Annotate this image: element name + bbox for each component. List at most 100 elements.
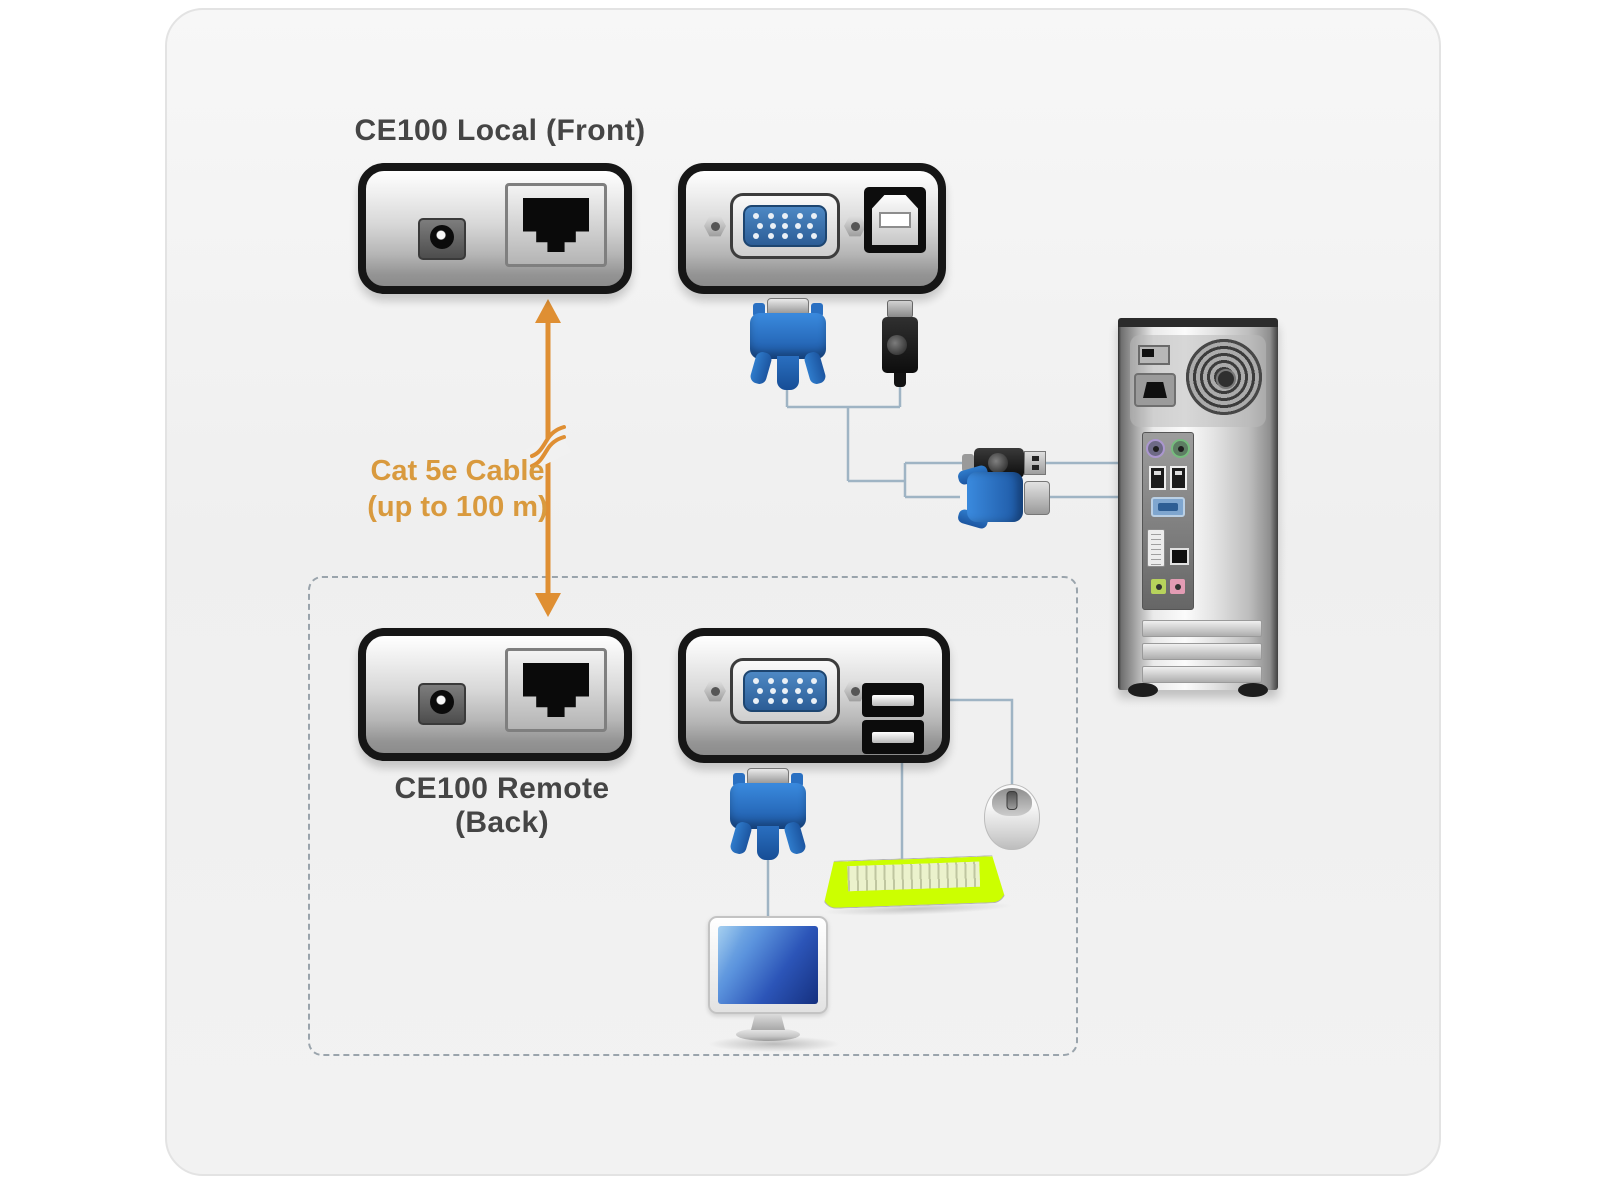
expansion-slot-cover	[1142, 666, 1262, 683]
vga-pin-row	[753, 678, 817, 684]
vga-pin-hole	[782, 678, 788, 684]
vga-pin-hole	[811, 678, 817, 684]
vga-pin-hole	[782, 223, 788, 229]
remote-console-dashed-boundary	[308, 576, 1078, 1056]
vga-pin-hole	[807, 688, 813, 694]
dc-power-jack	[418, 683, 466, 725]
cat5e-distance-arrow	[525, 299, 571, 617]
monitor-bezel	[708, 916, 828, 1014]
vga-pin-hole	[769, 688, 776, 694]
usb-b-cable-plug	[878, 300, 922, 390]
mouse-body	[984, 784, 1040, 850]
usb-b-plug-strain-relief	[894, 373, 906, 387]
vga-pin-row	[757, 688, 813, 694]
ps2-keyboard-port	[1171, 439, 1190, 458]
vga-pin-hole	[807, 223, 813, 229]
usb-port-2	[1170, 466, 1187, 490]
vga-pin-hole	[767, 678, 774, 684]
keyboard	[821, 855, 1013, 919]
computer-tower-rear	[1118, 318, 1278, 697]
vga-bezel	[730, 193, 840, 259]
vga-cable-plug-local	[748, 298, 828, 398]
usb-a-plug-metal-tip	[1024, 451, 1046, 475]
monitor-base	[736, 1028, 800, 1041]
vga-cable-plug-computer	[956, 464, 1050, 530]
remote-unit-title: CE100 Remote (Back)	[394, 772, 610, 839]
vga-pin-hole	[796, 678, 803, 684]
arrow-head-up-icon	[535, 299, 561, 323]
vga-pin-hole	[767, 698, 774, 704]
vga-pin-hole	[753, 213, 759, 219]
vga-screw-nut-left	[704, 680, 726, 702]
vga-cable-plug-remote	[728, 768, 808, 868]
dvi-port	[1147, 529, 1165, 567]
vga-pin-hole	[767, 213, 774, 219]
monitor	[708, 916, 840, 1052]
power-switch	[1138, 345, 1170, 365]
vga-pin-hole	[796, 698, 803, 704]
local-to-junction-cable	[785, 384, 962, 499]
cable-label-line2: (up to 100 m)	[367, 491, 548, 523]
vga-screw-nut-left	[704, 215, 726, 237]
mouse-scroll-wheel	[1006, 791, 1018, 810]
monitor-screen	[718, 926, 818, 1004]
vga-pin-row	[753, 213, 817, 219]
tower-foot-right	[1238, 683, 1268, 697]
usb-ports	[1143, 466, 1193, 490]
vga-port	[1151, 497, 1185, 517]
vga-pin-row	[757, 223, 813, 229]
vga-pin-hole	[796, 213, 803, 219]
usb-b-opening	[872, 195, 918, 245]
vga-screw-nut-right	[844, 680, 866, 702]
remote-unit-link-panel	[358, 628, 632, 761]
vga-plug-body	[967, 472, 1023, 522]
vga-pin-hole	[753, 698, 759, 704]
rear-io-panel	[1142, 432, 1194, 610]
usb-tongue	[872, 694, 914, 706]
vga-pin-hole	[753, 678, 759, 684]
square-port	[1170, 548, 1189, 565]
vga-pin-hole	[782, 213, 788, 219]
vga-plug-metal-shell	[1024, 481, 1050, 515]
usb-to-mouse-cable	[924, 698, 1014, 786]
ps2-ports	[1143, 439, 1193, 458]
monitor-neck	[751, 1014, 785, 1030]
usb-b-plug-tip	[887, 300, 913, 318]
keyboard-body	[821, 855, 1007, 909]
usb-a-port-bottom	[862, 720, 924, 754]
monitor-shadow	[708, 1036, 840, 1052]
usb-tongue	[872, 731, 914, 743]
vga-pin-hole	[782, 698, 788, 704]
cable-break-icon	[530, 425, 566, 468]
vga-pin-hole	[811, 213, 817, 219]
vga-pin-hole	[794, 223, 801, 229]
usb-a-port-top	[862, 683, 924, 717]
keyboard-keys	[848, 862, 980, 892]
vga-pin-hole	[782, 233, 788, 239]
vga-pin-hole	[757, 688, 763, 694]
usb-b-port	[864, 187, 926, 253]
vga-pin-row	[753, 233, 817, 239]
tower-foot-left	[1128, 683, 1158, 697]
vga-plug-strain-relief	[777, 356, 799, 390]
vga-pin-hole	[753, 233, 759, 239]
vga-pin-hole	[769, 223, 776, 229]
video-ports	[1143, 529, 1193, 567]
fan-grille-icon	[1186, 339, 1262, 415]
rj45-jack-opening	[523, 198, 589, 252]
vga-d-sub-socket	[743, 205, 827, 247]
vga-bezel	[730, 658, 840, 724]
ac-power-inlet	[1134, 373, 1176, 407]
vga-pin-hole	[794, 688, 801, 694]
local-unit-link-panel	[358, 163, 632, 294]
local-unit-console-panel	[678, 163, 946, 294]
mouse	[984, 784, 1040, 852]
vga-pin-hole	[757, 223, 763, 229]
mic-jack	[1170, 579, 1185, 594]
arrow-head-down-icon	[535, 593, 561, 617]
dc-jack-pin	[430, 690, 454, 714]
dc-jack-pin	[430, 225, 454, 249]
ps2-mouse-port	[1146, 439, 1165, 458]
expansion-slot-cover	[1142, 643, 1262, 660]
vga-d-sub-socket	[743, 670, 827, 712]
